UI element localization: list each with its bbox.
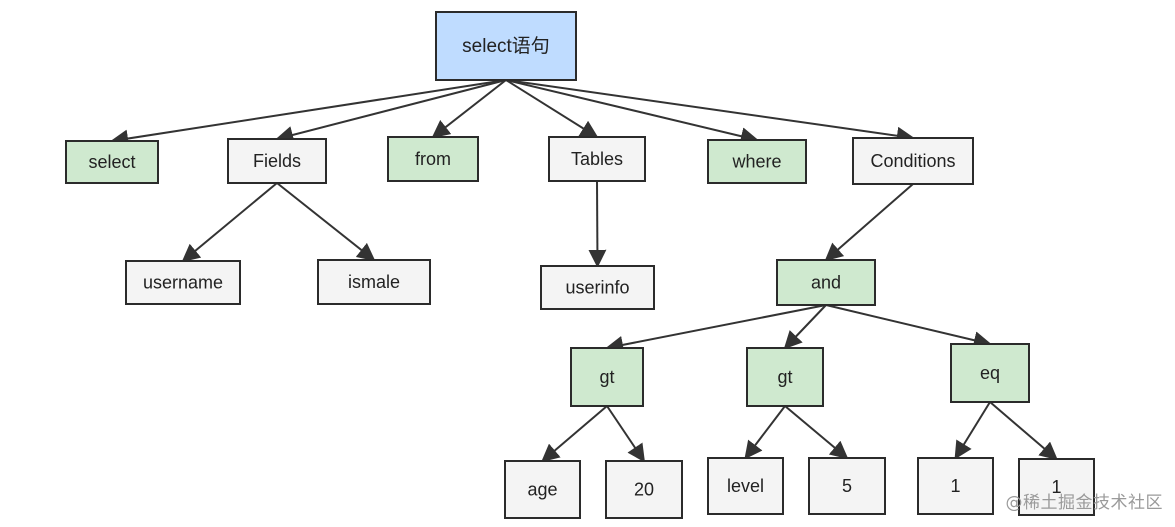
- node-box-root: [435, 11, 577, 81]
- node-box-level: [707, 457, 784, 515]
- edge-fields-to-username: [181, 182, 278, 263]
- node-userinfo: userinfo: [540, 265, 655, 310]
- edges-layer: [110, 79, 1058, 463]
- edge-root-to-fields: [275, 79, 507, 144]
- node-label-tables: Tables: [571, 149, 623, 169]
- edge-and-to-gt1: [605, 304, 827, 354]
- node-eq: eq: [950, 343, 1030, 403]
- node-label-conditions: Conditions: [870, 151, 955, 171]
- edge-eq-to-one_b: [989, 401, 1058, 461]
- node-age: age: [504, 460, 581, 519]
- node-label-select: select: [88, 152, 135, 172]
- edge-gt1-to-age: [541, 405, 608, 463]
- edge-root-to-conditions: [505, 79, 915, 145]
- node-level: level: [707, 457, 784, 515]
- edge-root-to-tables: [505, 79, 599, 138]
- node-label-gt2: gt: [777, 367, 792, 387]
- node-box-age: [504, 460, 581, 519]
- edge-fields-to-ismale: [276, 182, 376, 262]
- edge-gt2-to-v5: [784, 405, 849, 460]
- node-box-gt1: [570, 347, 644, 407]
- node-box-eq: [950, 343, 1030, 403]
- node-one_a: 1: [917, 457, 994, 515]
- node-label-from: from: [415, 149, 451, 169]
- node-box-conditions: [852, 137, 974, 185]
- node-label-v20: 20: [634, 479, 654, 499]
- node-label-where: where: [731, 151, 781, 171]
- node-label-one_b: 1: [1051, 477, 1061, 497]
- node-tables: Tables: [548, 136, 646, 182]
- edge-root-to-where: [505, 79, 759, 145]
- watermark-text: @稀土掘金技术社区: [1005, 493, 1163, 513]
- node-label-userinfo: userinfo: [565, 277, 629, 297]
- node-box-gt2: [746, 347, 824, 407]
- node-root: select语句: [435, 11, 577, 81]
- edge-root-to-select: [110, 79, 507, 148]
- node-v5: 5: [808, 457, 886, 515]
- node-label-username: username: [143, 272, 223, 292]
- node-select: select: [65, 140, 159, 184]
- node-ismale: ismale: [317, 259, 431, 305]
- node-label-one_a: 1: [950, 476, 960, 496]
- edge-and-to-eq: [825, 304, 992, 350]
- edge-eq-to-one_a: [954, 401, 991, 460]
- node-label-level: level: [727, 476, 764, 496]
- node-box-username: [125, 260, 241, 305]
- node-from: from: [387, 136, 479, 182]
- node-gt1: gt: [570, 347, 644, 407]
- node-and: and: [776, 259, 876, 306]
- node-box-v5: [808, 457, 886, 515]
- node-box-one_b: [1018, 458, 1095, 516]
- node-label-root: select语句: [462, 35, 550, 57]
- node-box-where: [707, 139, 807, 184]
- node-label-v5: 5: [842, 476, 852, 496]
- node-box-select: [65, 140, 159, 184]
- nodes-layer: select语句 select Fields from Tables where Condi…: [65, 11, 1095, 519]
- node-box-userinfo: [540, 265, 655, 310]
- node-username: username: [125, 260, 241, 305]
- edge-root-to-from: [431, 79, 507, 139]
- node-one_b: 1: [1018, 458, 1095, 516]
- node-fields: Fields: [227, 138, 327, 184]
- edge-gt2-to-level: [744, 405, 786, 460]
- node-label-and: and: [811, 272, 841, 292]
- node-box-v20: [605, 460, 683, 519]
- node-v20: 20: [605, 460, 683, 519]
- node-box-fields: [227, 138, 327, 184]
- node-label-fields: Fields: [253, 151, 301, 171]
- node-label-age: age: [527, 479, 557, 499]
- node-gt2: gt: [746, 347, 824, 407]
- node-conditions: Conditions: [852, 137, 974, 185]
- node-label-eq: eq: [980, 363, 1000, 383]
- node-box-and: [776, 259, 876, 306]
- edge-and-to-gt2: [783, 304, 827, 350]
- node-box-from: [387, 136, 479, 182]
- edge-conditions-to-and: [824, 183, 914, 262]
- node-box-ismale: [317, 259, 431, 305]
- node-where: where: [707, 139, 807, 184]
- node-box-tables: [548, 136, 646, 182]
- edge-tables-to-userinfo: [588, 180, 607, 268]
- edge-gt1-to-v20: [606, 405, 646, 463]
- node-label-gt1: gt: [599, 367, 614, 387]
- node-box-one_a: [917, 457, 994, 515]
- node-label-ismale: ismale: [348, 272, 400, 292]
